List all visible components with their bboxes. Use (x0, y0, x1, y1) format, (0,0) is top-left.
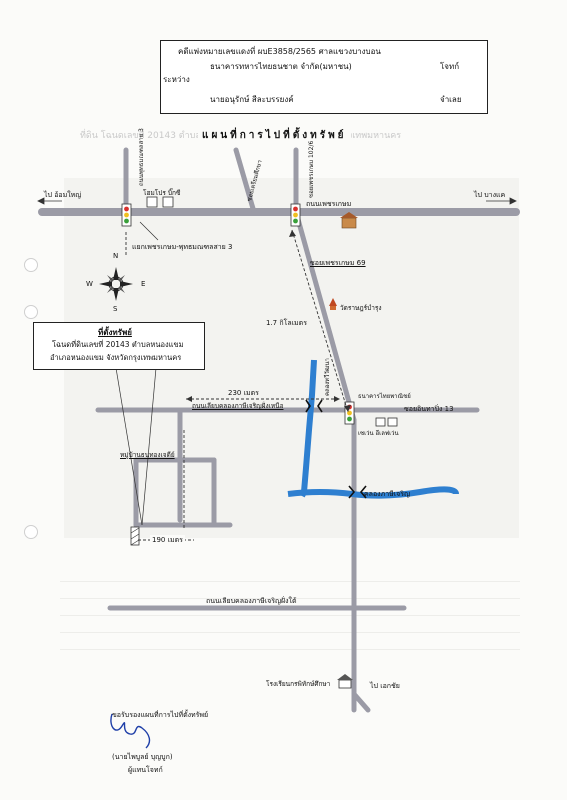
homepro-bigc-label: โฮมโปร บิ๊กซี (143, 189, 181, 197)
soi-69-label: ซอยเพชรเกษม 69 (310, 259, 366, 267)
canal-vertical-label: คลองทวีวัฒนา (324, 358, 331, 396)
putthamonthon-3-label: ถนนพุทธมณฑลสาย 3 (138, 128, 145, 186)
plaintiff-role: โจทก์ (440, 62, 460, 71)
between-label: ระหว่าง (163, 75, 190, 84)
to-ekkachai-label: ไป เอกชัย (370, 682, 400, 690)
property-box (33, 322, 205, 370)
temple-label: วัดราษฎร์บำรุง (340, 304, 382, 312)
distance-230-m: 230 เมตร (228, 389, 259, 397)
distance-190-m: 190 เมตร (150, 535, 185, 546)
soi-inthapitak-label: ซอยอินทาปิ่ง 13 (404, 405, 454, 413)
case-info-box (160, 40, 488, 114)
property-line-2: อำเภอหนองแขม จังหวัดกรุงเทพมหานคร (50, 353, 182, 362)
to-bang-khae-label: ไป บางแค (474, 191, 506, 199)
punch-hole (24, 305, 38, 319)
defendant-role: จำเลย (440, 95, 462, 104)
village-road-label: หมู่บ้านธนทองเจดีย์ (120, 451, 175, 459)
main-road-label: ถนนเพชรเกษม (306, 200, 352, 208)
compass-w: W (86, 280, 93, 288)
canal-south-road-label: ถนนเลียบคลองภาษีเจริญฝั่งใต้ (206, 597, 297, 605)
canal-name-label: คลองภาษีเจริญ (364, 490, 410, 498)
school-label: โรงเรียนกรพิทักษ์ศึกษา (266, 680, 331, 688)
plaintiff-name: ธนาคารทหารไทยธนชาต จำกัด(มหาชน) (210, 62, 352, 71)
signer-role: ผู้แทนโจทก์ (128, 766, 163, 774)
compass-s: S (113, 305, 118, 313)
shop-label: เซเว่น อีเลฟเว่น (358, 430, 399, 437)
punch-hole (24, 258, 38, 272)
compass-n: N (113, 252, 119, 260)
faint-footer (60, 565, 520, 665)
defendant-name: นายอนุรักษ์ สีละบรรยงค์ (210, 95, 294, 104)
soi-102-6-label: ซอยเพชรเกษม 102/6 (308, 140, 315, 198)
to-om-noi-label: ไป อ้อมใหญ่ (44, 191, 82, 199)
map-title: แผนที่การไปที่ตั้งทรัพย์ (198, 128, 351, 143)
signer-name: (นายไพบูลย์ บุญบูก) (112, 753, 173, 761)
bank-label: ธนาคารไทยพาณิชย์ (358, 393, 411, 400)
canal-north-road-label: ถนนเลียบคลองภาษีเจริญฝั่งเหนือ (192, 402, 284, 410)
property-line-1: โฉนดที่ดินเลขที่ 20143 ตำบลหนองแขม (52, 340, 184, 349)
certify-text: ขอรับรองแผนที่การไปที่ตั้งทรัพย์ (112, 711, 209, 719)
distance-1-7-km: 1.7 กิโลเมตร (266, 319, 307, 327)
compass-e: E (141, 280, 146, 288)
case-number: คดีแพ่งหมายเลขแดงที่ ผบE3858/2565 ศาลแขว… (178, 47, 381, 56)
punch-hole (24, 525, 38, 539)
property-title: ที่ตั้งทรัพย์ (98, 328, 132, 337)
intersection-label: แยกเพชรเกษม-พุทธมณฑลสาย 3 (132, 243, 233, 251)
